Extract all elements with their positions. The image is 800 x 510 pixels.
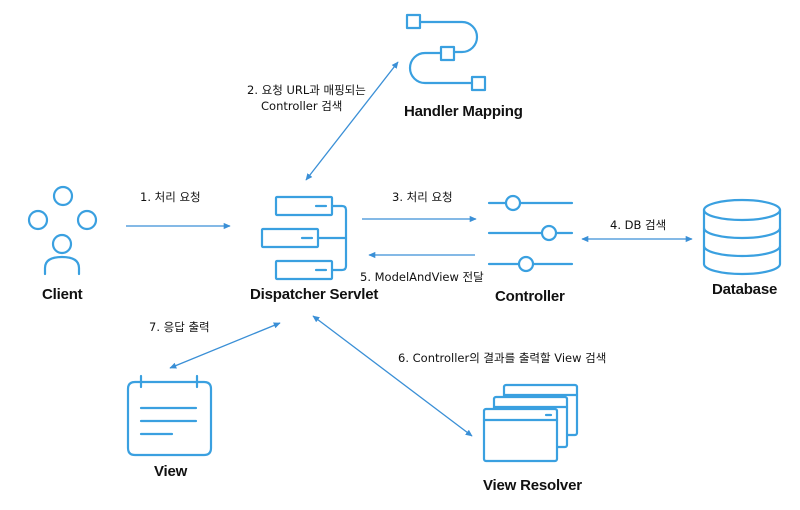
view-resolver-label: View Resolver: [483, 477, 582, 494]
arrow-step6: [312, 315, 473, 437]
step1-label: 1. 처리 요청: [140, 190, 201, 204]
step2-label-line2: Controller 검색: [261, 99, 343, 113]
server-stack-icon: [260, 195, 348, 281]
step5-label: 5. ModelAndView 전달: [360, 270, 484, 284]
windows-icon: [482, 383, 579, 463]
arrow-step7: [169, 322, 281, 369]
step6-label: 6. Controller의 결과를 출력할 View 검색: [398, 351, 607, 365]
view-label: View: [154, 463, 188, 480]
database-icon: [702, 198, 782, 276]
step3-label: 3. 처리 요청: [392, 190, 453, 204]
users-icon: [27, 185, 98, 276]
handler-mapping-label: Handler Mapping: [404, 103, 523, 120]
arrow-step2: [305, 61, 399, 181]
step4-label: 4. DB 검색: [610, 218, 667, 232]
database-label: Database: [712, 281, 778, 298]
sliders-icon: [487, 194, 574, 273]
step7-label: 7. 응답 출력: [149, 320, 210, 334]
flow-path-icon: [405, 13, 487, 92]
dispatcher-label: Dispatcher Servlet: [250, 286, 379, 303]
document-icon: [126, 374, 213, 457]
step2-label-line1: 2. 요청 URL과 매핑되는: [247, 83, 366, 97]
client-label: Client: [42, 286, 83, 303]
controller-label: Controller: [495, 288, 565, 305]
